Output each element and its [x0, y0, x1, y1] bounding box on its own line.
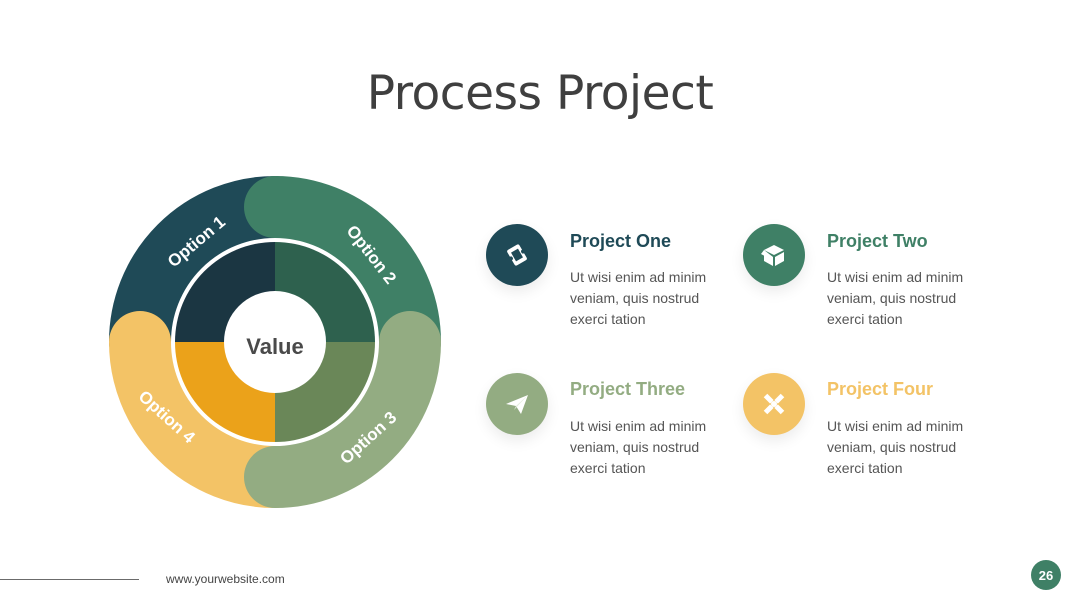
project-two-description: Ut wisi enim ad minim veniam, quis nostr…	[827, 269, 964, 327]
windmill-icon	[763, 393, 785, 415]
project-two-title: Project Two	[827, 231, 928, 251]
paper-plane-icon	[506, 395, 528, 414]
page-number-badge: 26	[1031, 560, 1061, 590]
project-four-title: Project Four	[827, 379, 934, 399]
project-four-description: Ut wisi enim ad minim veniam, quis nostr…	[827, 418, 964, 476]
project-three-title: Project Three	[570, 379, 686, 399]
box-icon	[761, 245, 784, 266]
project-one-icon-badge	[486, 224, 548, 286]
project-three-icon-badge	[486, 373, 548, 435]
center-circle	[224, 291, 326, 393]
ticket-icon	[507, 244, 527, 266]
project-three-description: Ut wisi enim ad minim veniam, quis nostr…	[570, 418, 707, 476]
project-two-icon-badge	[743, 224, 805, 286]
option-3-band	[244, 311, 441, 508]
project-one-title: Project One	[570, 231, 672, 251]
project-one-description: Ut wisi enim ad minim veniam, quis nostr…	[570, 269, 707, 327]
project-four-icon-badge	[743, 373, 805, 435]
footer-website[interactable]: www.yourwebsite.com	[166, 572, 285, 586]
footer-divider	[0, 579, 139, 580]
center-value-label: Value	[246, 334, 303, 359]
slide-title: Process Project	[366, 66, 714, 121]
